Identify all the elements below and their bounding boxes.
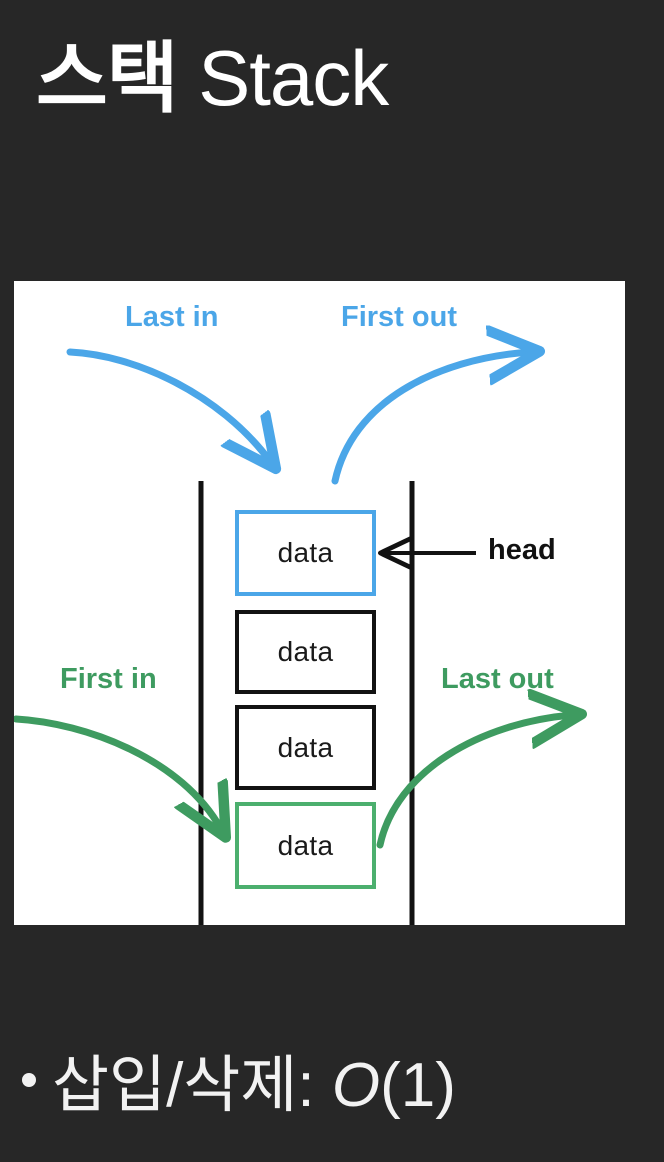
first-out-arrow (331, 352, 530, 485)
last-out-arrow (376, 715, 572, 849)
first-in-arrow (14, 715, 221, 829)
bullet-item: 삽입/삭제: O(1) (22, 1046, 652, 1126)
stack-cell-label: data (277, 829, 334, 861)
stack-cell[interactable]: data (235, 610, 376, 694)
big-o-symbol: O (331, 1051, 381, 1120)
stack-cell-label: data (277, 731, 334, 763)
stack-diagram-graphics (14, 281, 625, 925)
page-title-korean: 스택 (36, 34, 179, 122)
page-title-english: Stack (198, 34, 389, 122)
label-first-in: First in (60, 663, 157, 695)
page-title: 스택 Stack (36, 28, 636, 128)
bullet-dot-icon (22, 1073, 36, 1088)
big-o-argument: (1) (380, 1051, 456, 1120)
stack-cell-label: data (277, 537, 334, 568)
last-in-arrow (66, 348, 270, 461)
bullet-text: 삽입/삭제: (52, 1051, 332, 1120)
stack-cell-top[interactable]: data (235, 510, 376, 596)
stack-diagram-panel: data data data data Last in First out Fi… (14, 281, 625, 925)
label-head: head (488, 534, 556, 566)
label-last-out: Last out (441, 663, 554, 695)
label-last-in: Last in (125, 301, 219, 333)
bullet-complexity: O(1) (332, 1051, 456, 1120)
label-first-out: First out (341, 301, 457, 333)
stack-cell[interactable]: data (235, 705, 376, 790)
stack-cell-bottom[interactable]: data (235, 802, 376, 889)
stack-cell-label: data (277, 636, 334, 667)
